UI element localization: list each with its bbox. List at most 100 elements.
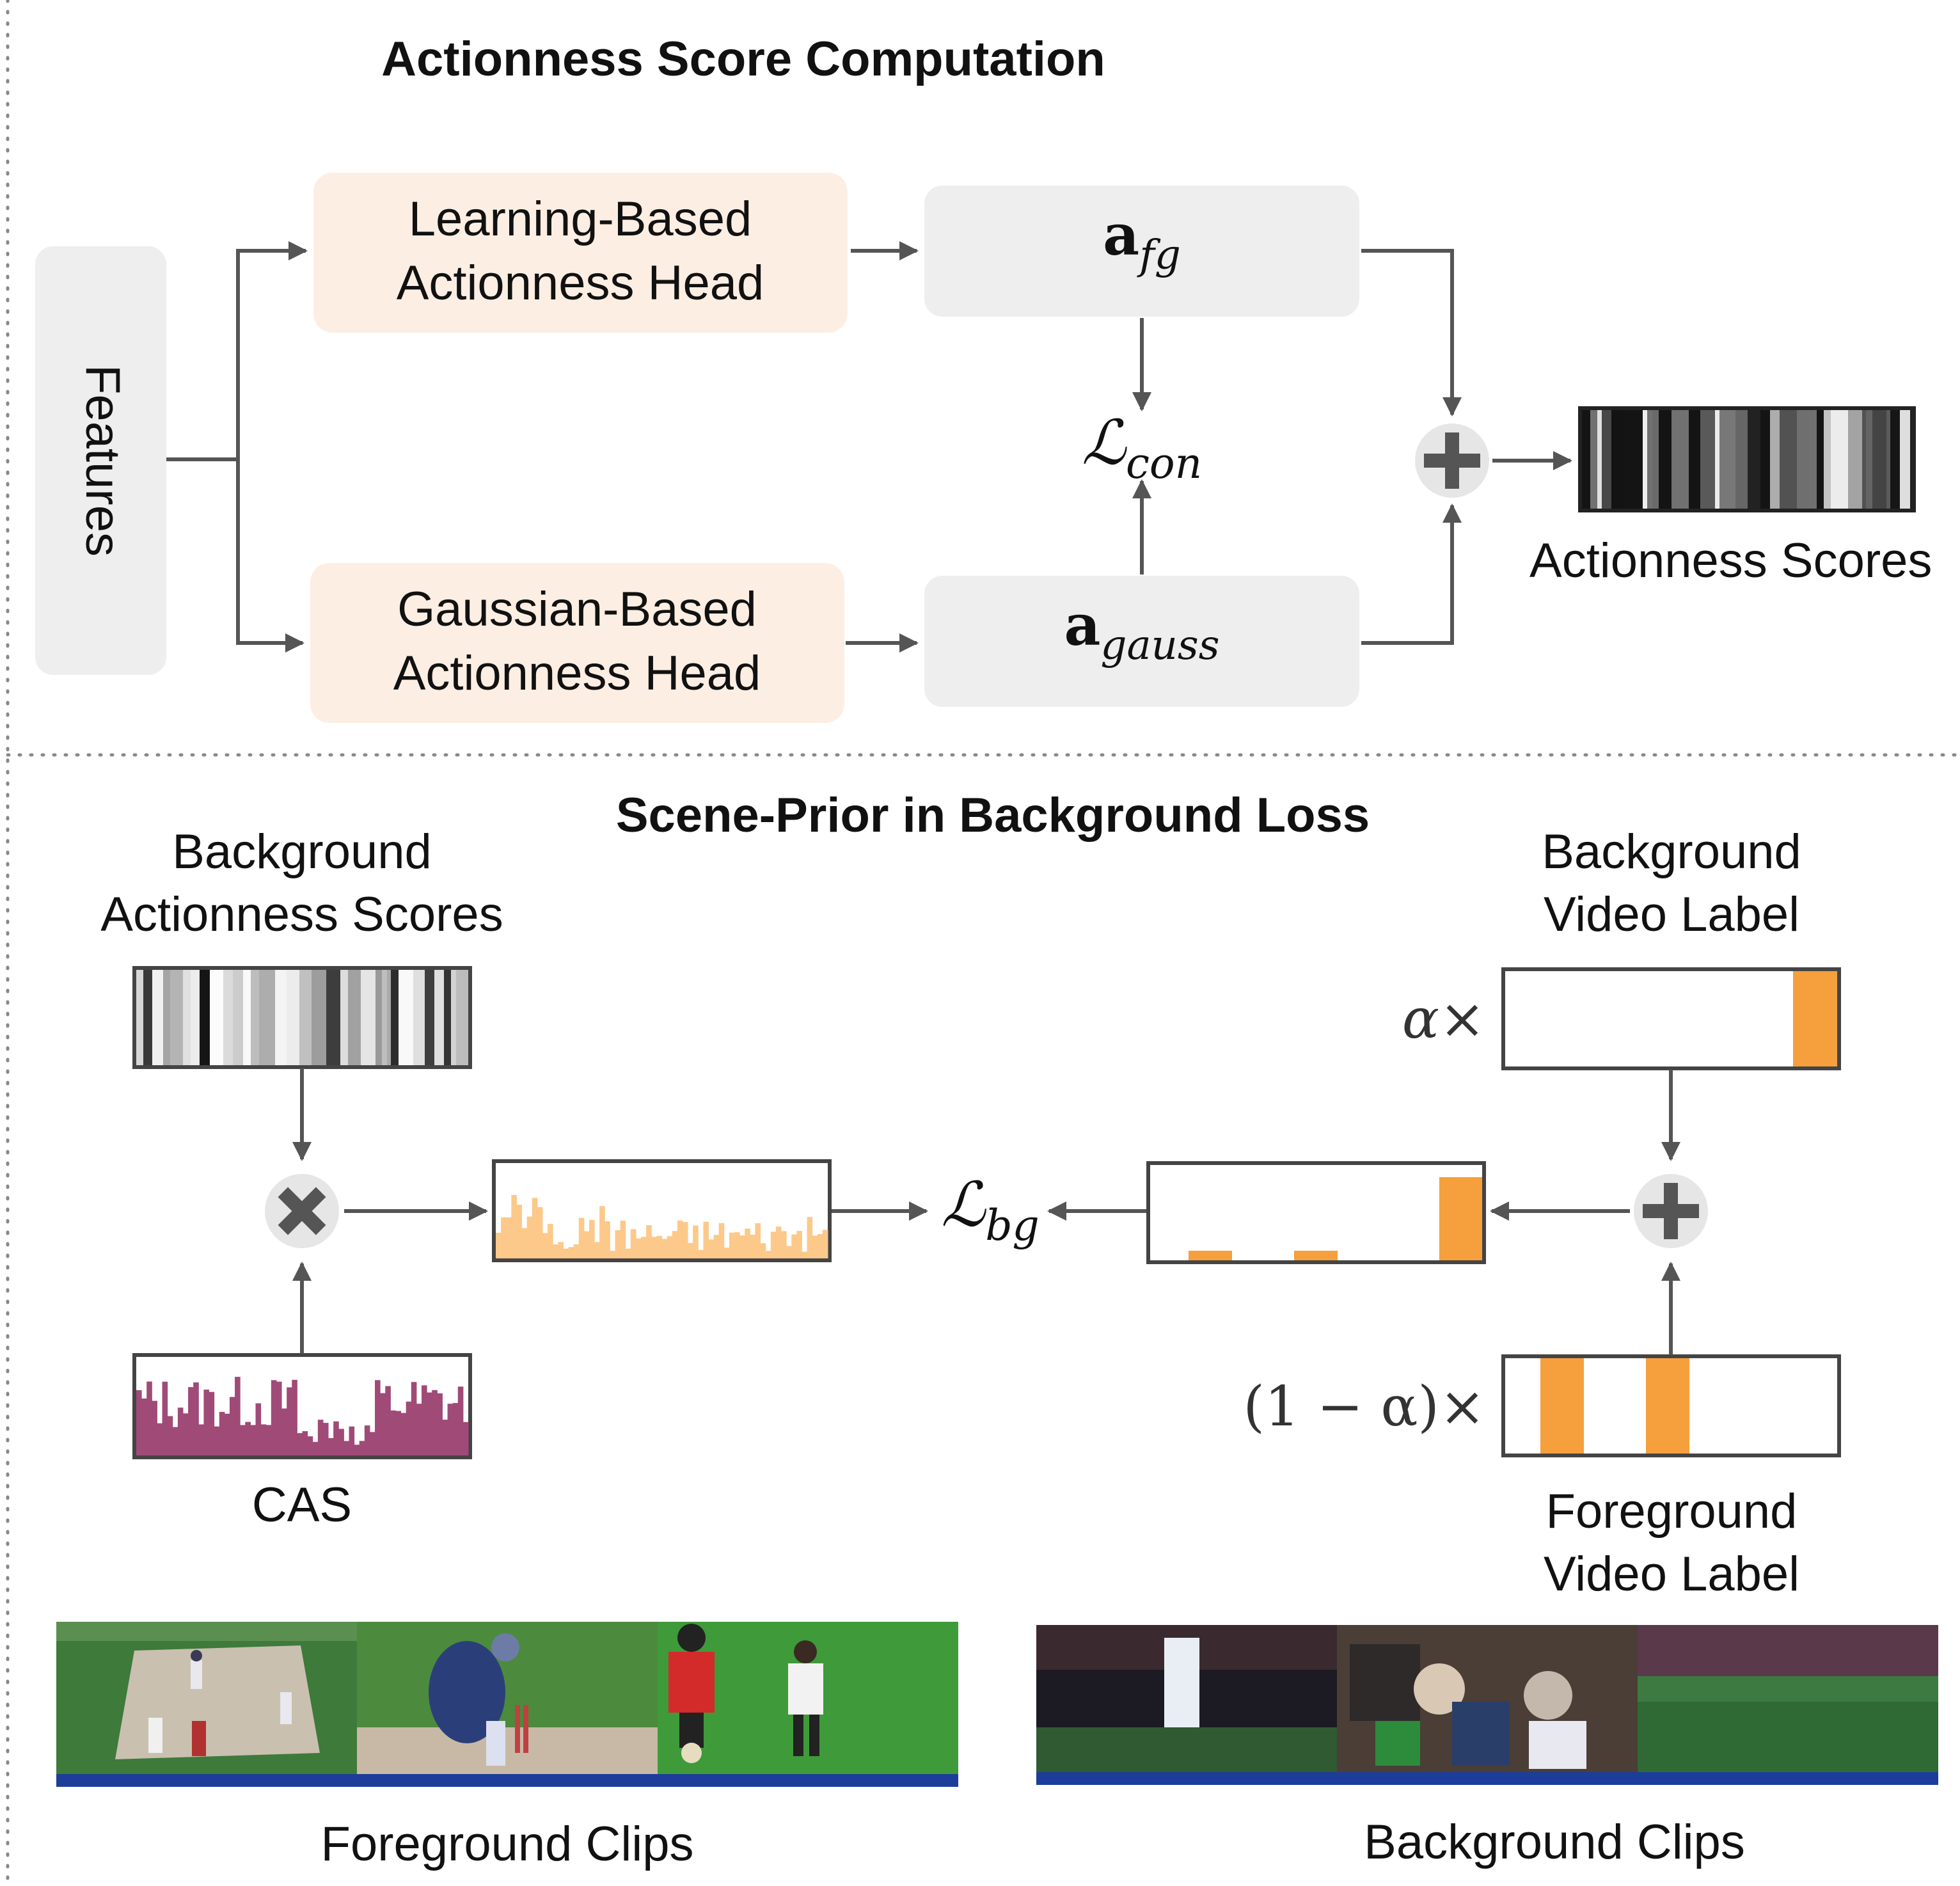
cas-bar [276, 1381, 282, 1455]
barcode-stripe [1580, 408, 1591, 511]
bg-actionness-label-line1: Background [172, 825, 432, 879]
cas-bar [385, 1386, 391, 1455]
barcode-stripe [413, 968, 425, 1067]
barcode-stripe [326, 968, 341, 1067]
product-bar [708, 1239, 715, 1258]
cas-bar [198, 1424, 204, 1455]
barcode-stripe [1631, 408, 1643, 511]
cas-bar [328, 1438, 334, 1455]
actionness-scores-label: Actionness Scores [1529, 534, 1932, 588]
cas-bar [182, 1413, 189, 1455]
product-histogram [492, 1159, 832, 1262]
product-bar [630, 1229, 636, 1258]
cas-bar [432, 1390, 438, 1455]
barcode-stripe [1770, 408, 1780, 511]
product-bar [635, 1238, 642, 1258]
cas-bar [162, 1381, 168, 1455]
product-bar [521, 1228, 528, 1258]
cas-bar [344, 1441, 349, 1455]
l-bg-label: ℒbg [941, 1169, 1039, 1250]
cas-bar [442, 1420, 448, 1455]
barcode-stripe [143, 968, 153, 1067]
product-bar [781, 1231, 787, 1258]
barcode-stripe [451, 968, 457, 1067]
cas-bar [235, 1377, 241, 1455]
product-bar [620, 1220, 626, 1258]
product-bar [589, 1219, 595, 1258]
barcode-stripe [191, 968, 200, 1067]
product-bar [745, 1228, 750, 1258]
cas-bar [141, 1399, 147, 1455]
barcode-stripe [1672, 408, 1689, 511]
cas-bar [375, 1380, 381, 1455]
combined-label-small-bar-1 [1189, 1251, 1232, 1260]
background-clips-label: Background Clips [1364, 1815, 1745, 1869]
combined-label-box [1146, 1161, 1486, 1264]
product-bar [594, 1242, 600, 1258]
cas-bar [416, 1404, 422, 1455]
product-bar [729, 1232, 735, 1258]
cas-bar [369, 1432, 375, 1455]
cas-bar [214, 1426, 220, 1455]
cas-bar [281, 1408, 287, 1455]
barcode-stripe [287, 968, 300, 1067]
cas-bar [245, 1422, 251, 1455]
cas-bar [406, 1401, 412, 1455]
cas-bar [271, 1380, 277, 1455]
barcode-stripe [1597, 408, 1602, 511]
cas-bar [224, 1413, 230, 1455]
cas-bar [447, 1404, 454, 1455]
bg-actionness-label-line2: Actionness Scores [100, 887, 503, 942]
barcode-stripe [312, 968, 327, 1067]
product-bar [802, 1251, 808, 1258]
cas-bar [400, 1413, 407, 1455]
barcode-stripe [1590, 408, 1598, 511]
product-bar [583, 1231, 590, 1258]
gaussian-head-line1: Gaussian-Based [397, 582, 757, 637]
top-section-title: Actionness Score Computation [381, 32, 1105, 86]
cas-bar [287, 1387, 292, 1455]
product-bar [646, 1225, 652, 1258]
cas-bar [395, 1411, 402, 1455]
l-con-label: ℒcon [1082, 407, 1202, 488]
cas-bar [297, 1433, 303, 1455]
cas-bar [219, 1411, 225, 1455]
product-bar [672, 1231, 678, 1258]
product-bar [641, 1237, 647, 1258]
fg-video-label-line1: Foreground [1546, 1484, 1798, 1539]
barcode-stripe [1824, 408, 1831, 511]
cas-bar [359, 1441, 365, 1455]
barcode-stripe [1807, 408, 1817, 511]
barcode-stripe [387, 968, 391, 1067]
bg-clip-frame-3 [1638, 1625, 1938, 1785]
cas-bar [177, 1407, 184, 1455]
product-bar [791, 1234, 797, 1258]
product-bar [713, 1235, 720, 1258]
fg-clip-frame-2 [357, 1622, 658, 1787]
barcode-stripe [375, 968, 383, 1067]
product-bar [599, 1206, 605, 1258]
product-bar [765, 1251, 771, 1258]
a-fg-label: afg [1103, 202, 1181, 279]
cas-bar [322, 1423, 329, 1455]
product-bar [677, 1220, 683, 1258]
product-bar [723, 1248, 730, 1258]
barcode-stripe [152, 968, 164, 1067]
product-bar [755, 1223, 761, 1258]
cas-bar [462, 1422, 469, 1455]
product-bar [651, 1237, 657, 1258]
product-bar [496, 1232, 502, 1258]
product-bar [770, 1232, 777, 1258]
cas-bar [422, 1385, 427, 1455]
barcode-stripe [425, 968, 435, 1067]
product-bar [703, 1221, 709, 1258]
product-bar [750, 1234, 755, 1258]
barcode-stripe [382, 968, 388, 1067]
cas-bar [302, 1431, 308, 1455]
plus-operator-bottom [1634, 1174, 1708, 1248]
plus-operator-top [1415, 424, 1489, 498]
barcode-stripe [1866, 408, 1873, 511]
barcode-stripe [1719, 408, 1736, 511]
product-bar [812, 1235, 818, 1258]
product-bar [817, 1233, 823, 1258]
